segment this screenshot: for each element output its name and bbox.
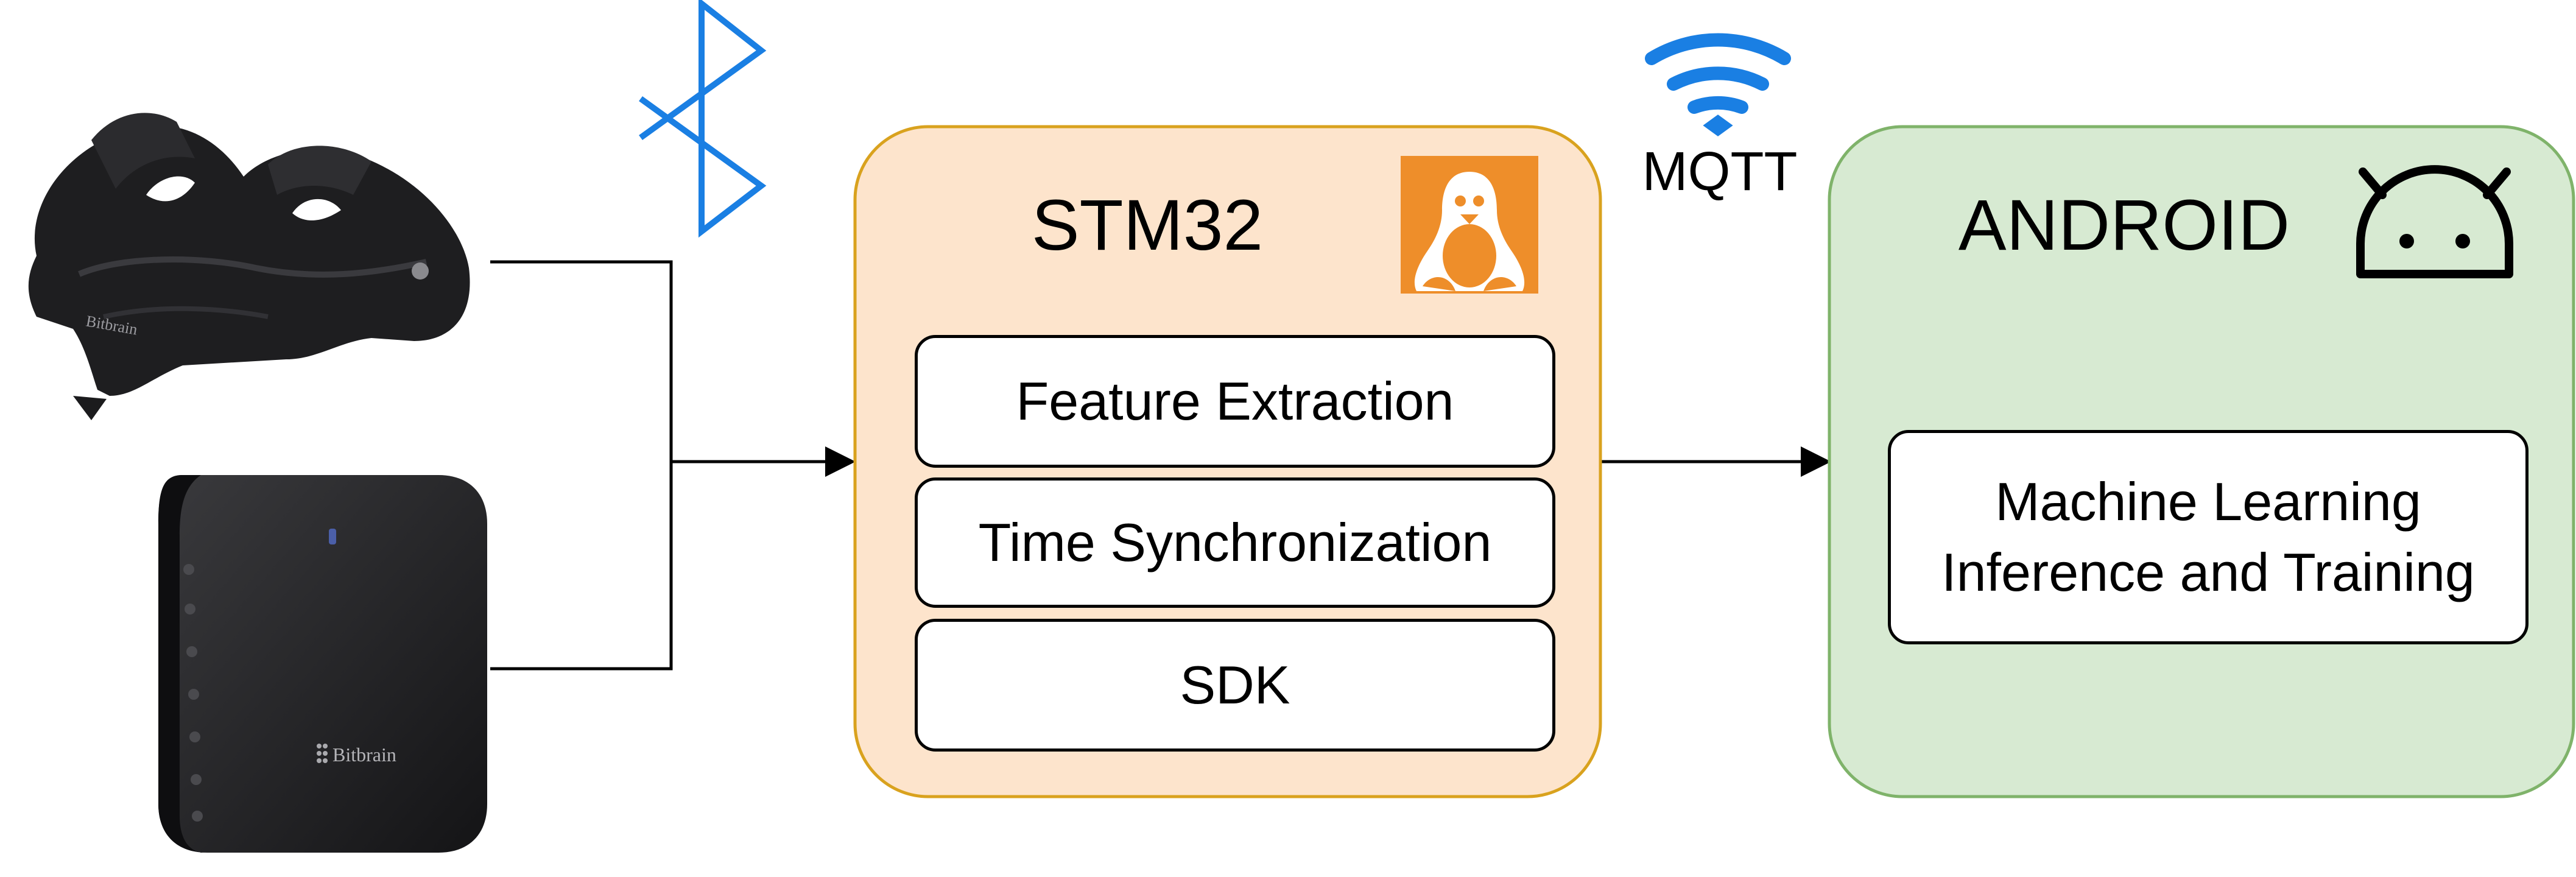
eeg-headset-image: Bitbrain bbox=[28, 113, 470, 420]
mqtt-label: MQTT bbox=[1642, 141, 1798, 202]
android-eye-left bbox=[2399, 234, 2414, 248]
amplifier-device-image: Bitbrain bbox=[158, 475, 487, 853]
sdk-box: SDK bbox=[915, 619, 1555, 752]
input-connectors bbox=[490, 260, 1831, 671]
headset-link-line bbox=[490, 260, 673, 671]
bluetooth-icon bbox=[639, 0, 767, 238]
android-eye-right bbox=[2455, 234, 2470, 248]
amplifier-brand-label: Bitbrain bbox=[333, 744, 396, 766]
android-icon bbox=[2356, 165, 2513, 278]
wifi-icon bbox=[1645, 33, 1791, 136]
stm32-title: STM32 bbox=[1032, 185, 1263, 266]
ml-line-2: Inference and Training bbox=[1941, 542, 2475, 602]
time-synchronization-box: Time Synchronization bbox=[915, 477, 1555, 608]
ml-line-1: Machine Learning bbox=[1995, 471, 2421, 532]
ml-inference-training-box: Machine Learning Inference and Training bbox=[1888, 430, 2528, 644]
android-title: ANDROID bbox=[1958, 185, 2290, 266]
linux-tux-icon bbox=[1401, 156, 1538, 294]
feature-extraction-box: Feature Extraction bbox=[915, 335, 1555, 468]
